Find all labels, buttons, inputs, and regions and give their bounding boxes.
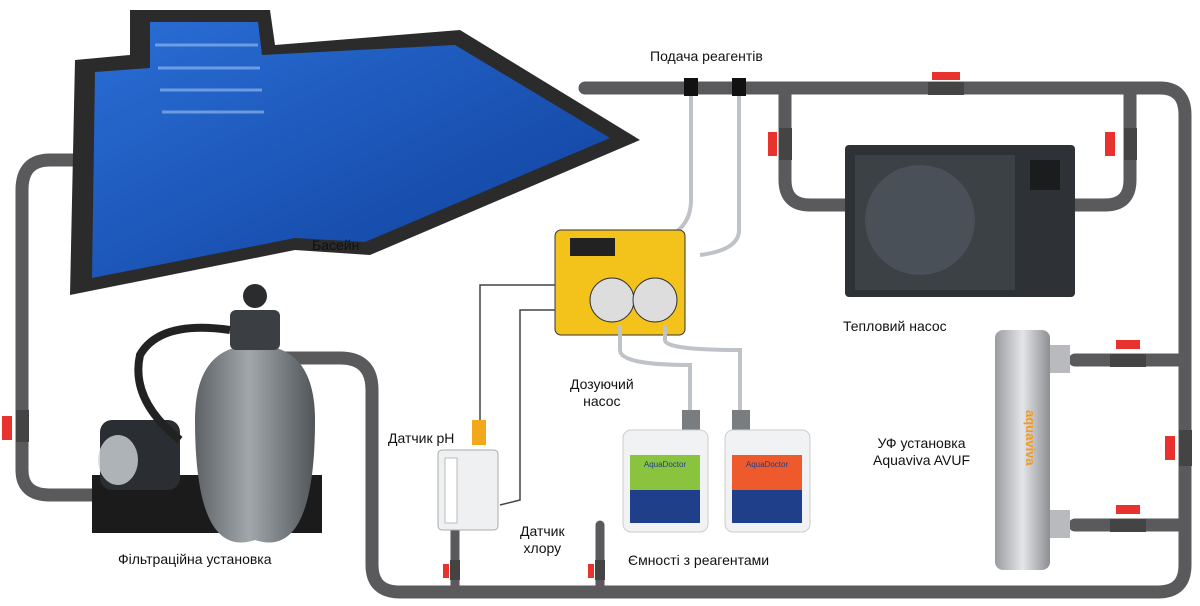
label-pool: Басейн (312, 237, 360, 253)
heat-pump-illustration (845, 145, 1075, 297)
label-dosing-pump-line1: Дозуючий (570, 376, 634, 392)
pipe-return-top (273, 81, 1192, 599)
pool-illustration (70, 10, 640, 295)
dosing-pump-illustration (479, 229, 742, 506)
canister-logo: AquaDoctor (644, 460, 687, 469)
label-reagent-feed: Подача реагентів (650, 48, 763, 64)
label-filtration: Фільтраційна установка (118, 551, 272, 567)
pipe-sensor-branch (450, 520, 605, 597)
label-uv-line2: Aquaviva AVUF (873, 452, 971, 468)
ball-valve[interactable] (768, 128, 792, 160)
label-dosing-pump-line2: насос (583, 393, 621, 409)
filtration-unit-illustration (92, 284, 322, 543)
label-heat-pump: Тепловий насос (843, 318, 947, 334)
ball-valve[interactable] (1110, 340, 1146, 367)
label-chlorine-line1: Датчик (520, 523, 565, 539)
label-dosing-pump: Дозуючий насос (570, 376, 634, 410)
label-uv-line1: УФ установка (877, 435, 966, 451)
valves (2, 72, 1192, 580)
uv-unit-illustration: aquaviva (995, 330, 1070, 570)
ball-valve[interactable] (928, 72, 964, 95)
uv-logo: aquaviva (1023, 410, 1038, 466)
ball-valve[interactable] (2, 410, 29, 442)
injection-points (659, 78, 746, 257)
ball-valve[interactable] (1165, 430, 1192, 466)
label-ph-sensor: Датчик pH (388, 430, 455, 446)
pipe-pool-to-filter (15, 153, 107, 502)
ball-valve[interactable] (1105, 128, 1137, 160)
ball-valve[interactable] (1110, 505, 1146, 532)
label-chlorine-sensor: Датчик хлору (520, 523, 565, 557)
label-containers: Ємності з реагентами (628, 552, 770, 568)
sensor-unit-illustration (437, 420, 499, 531)
ball-valve[interactable] (588, 560, 605, 580)
reagent-canisters: AquaDoctor AquaDoctor (622, 410, 811, 533)
canister-logo: AquaDoctor (746, 460, 789, 469)
label-uv-unit: УФ установка Aquaviva AVUF (873, 435, 970, 469)
ball-valve[interactable] (443, 560, 460, 580)
label-chlorine-line2: хлору (523, 540, 562, 556)
pipe-heatpump-bypass (778, 81, 1137, 212)
